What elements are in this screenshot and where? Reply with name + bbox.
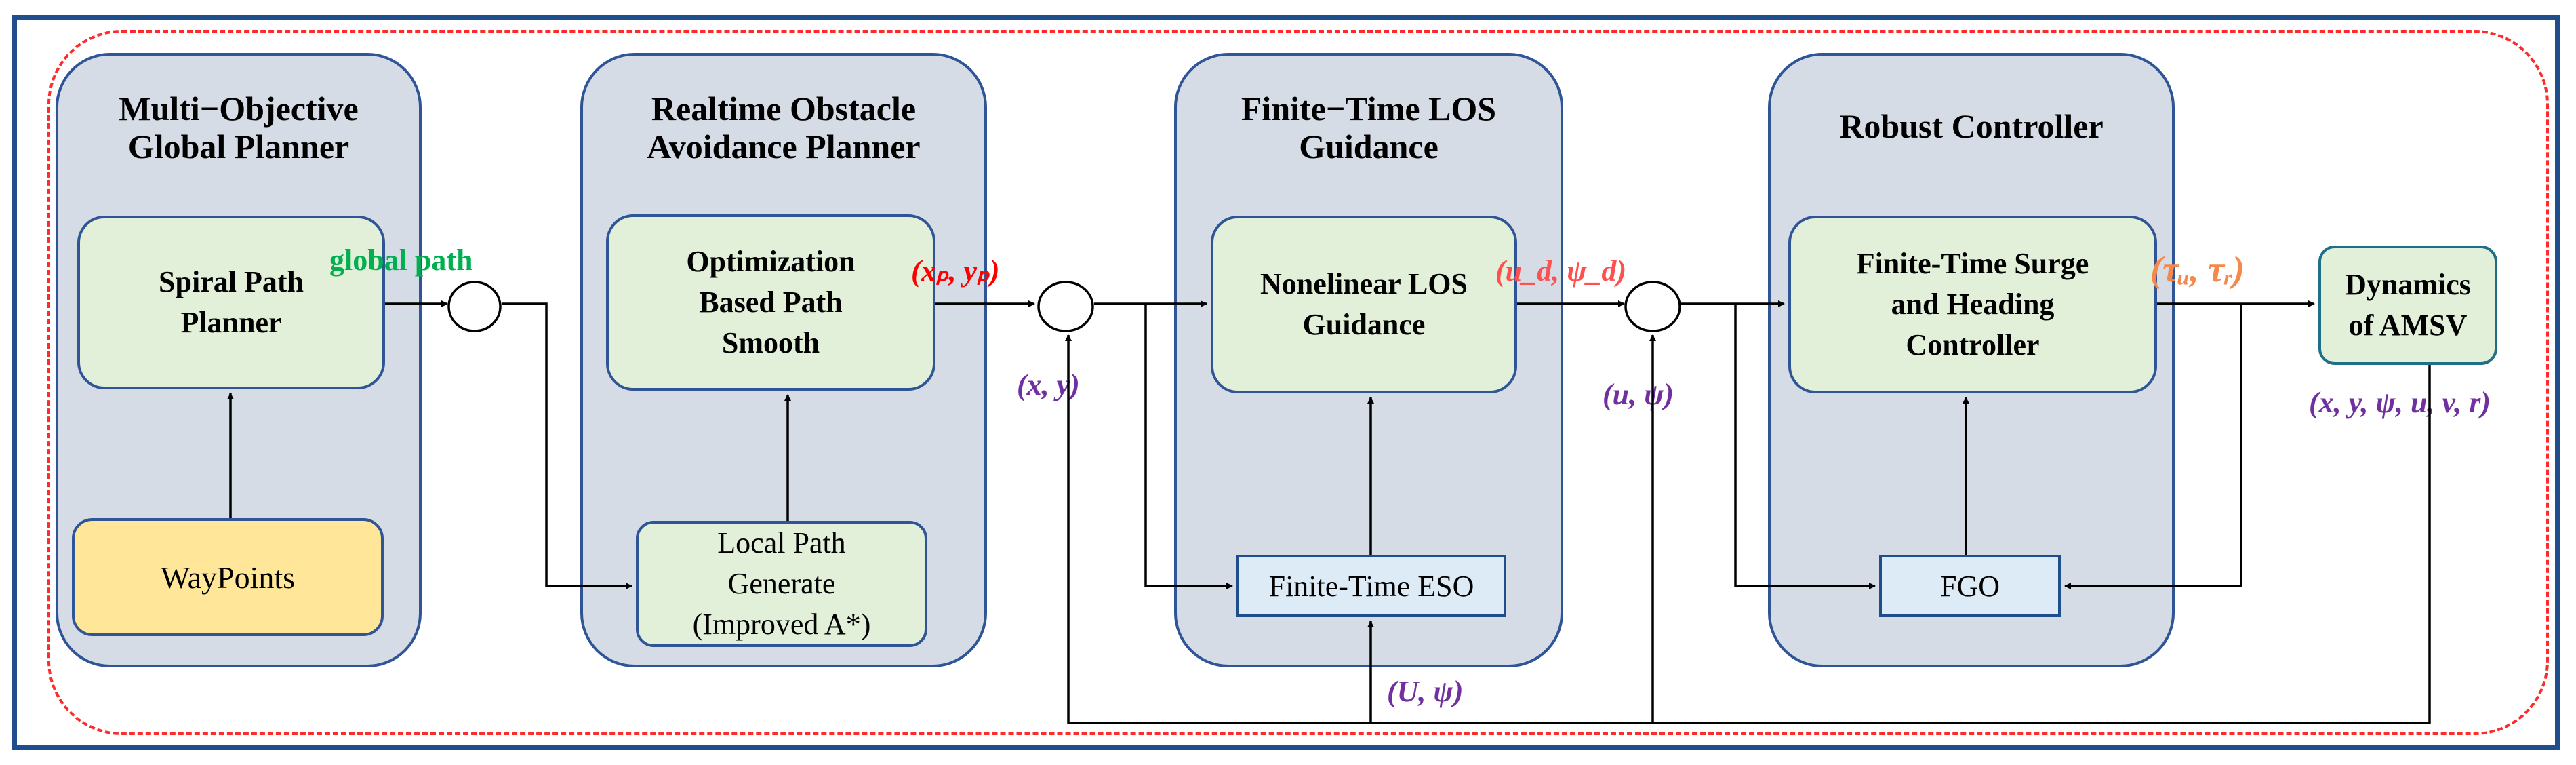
finite-time-eso-box: Finite-Time ESO <box>1236 555 1506 617</box>
nonlinear-los-box: Nonelinear LOS Guidance <box>1211 216 1517 393</box>
speed-heading-eso-label: (U, ψ) <box>1387 675 1464 708</box>
dynamics-amsv-box: Dynamics of AMSV <box>2318 246 2497 365</box>
global-path-label: global path <box>329 243 473 277</box>
summing-junction-3 <box>1624 281 1681 332</box>
closed-loop-boundary <box>47 30 2549 735</box>
global-planner-title: Multi−Objective Global Planner <box>119 90 359 165</box>
waypoints-box: WayPoints <box>72 518 384 636</box>
path-smooth-box: Optimization Based Path Smooth <box>606 214 935 391</box>
vessel-state-label: (x, y, ψ, u, v, r) <box>2309 386 2491 419</box>
speed-heading-feedback-label: (u, ψ) <box>1603 378 1674 411</box>
fgo-box: FGO <box>1879 555 2061 617</box>
wire-tap-to-fgo <box>1734 304 1876 589</box>
wire-junction1-to-local-path <box>502 302 632 589</box>
los-guidance-title: Finite−Time LOS Guidance <box>1241 90 1497 165</box>
spiral-path-planner-box: Spiral Path Planner <box>77 216 385 389</box>
control-torque-label: (τᵤ, τᵣ) <box>2150 249 2245 290</box>
wire-state-feedback-bus <box>1065 334 2431 724</box>
surge-heading-controller-box: Finite-Time Surge and Heading Controller <box>1788 216 2157 393</box>
wire-tap-to-eso <box>1144 304 1233 589</box>
local-path-box: Local Path Generate (Improved A*) <box>636 521 927 647</box>
desired-surge-heading-label: (u_d, ψ_d) <box>1495 254 1627 288</box>
reference-path-label: (xₚ, yₚ) <box>911 254 1000 288</box>
summing-junction-2 <box>1037 281 1094 332</box>
summing-junction-1 <box>447 281 502 332</box>
robust-controller-title: Robust Controller <box>1839 107 2104 145</box>
wire-torque-to-fgo <box>2064 304 2242 589</box>
obstacle-planner-title: Realtime Obstacle Avoidance Planner <box>647 90 921 165</box>
